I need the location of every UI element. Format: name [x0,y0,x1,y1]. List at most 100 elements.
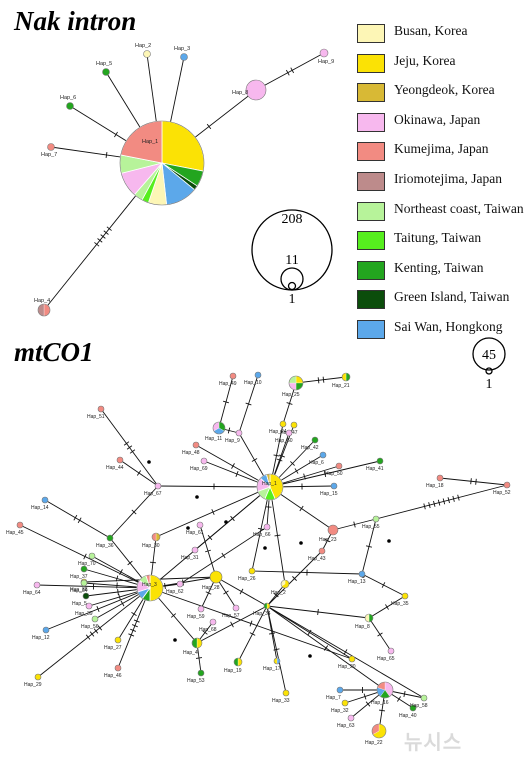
mtco1-node-hap-19: Hap_19 [224,657,243,674]
mutation-tick [457,494,460,501]
mtco1-node-label: Hap_20 [338,664,356,670]
mutation-tick [230,515,235,522]
pie-slice-oj [200,457,208,465]
scale-label-208: 208 [282,212,303,227]
scale-circle-small [287,281,297,291]
mtco1-node-hap-50: Hap_50 [325,462,343,477]
mutation-tick [290,461,295,466]
mtco1-node-hap-40: Hap_40 [399,704,417,719]
scale-circle-medium [280,267,304,291]
mutation-tick [205,549,211,553]
legend-swatch [357,201,385,221]
mutation-tick [130,628,137,632]
mtco1-node-hap-29: Hap_29 [24,673,42,688]
mtco1-node-label: Hap_46 [104,673,122,679]
legend-swatch [357,290,385,310]
median-vector [173,638,177,642]
mutation-tick [136,470,142,476]
pie-slice-oj [285,429,293,437]
mutation-tick [437,499,441,506]
mtco1-edge-Hap_3-Hap_46 [117,587,151,669]
mtco1-node-label: Hap_6 [309,460,324,466]
nak-node-hap-3: Hap_3 [174,46,190,61]
mtco1-node-hap-67: Hap_67 [144,482,162,497]
mutation-tick [205,591,212,595]
pie-slice-oj [197,605,205,613]
legend-item-yk: Yeongdeok, Korea [357,81,527,111]
pie-outline [341,372,351,382]
mutation-tick [126,445,133,450]
nak-node-hap-7: Hap_7 [41,143,57,158]
pie-slice-kt [345,372,351,382]
mutation-tick [475,478,477,485]
legend-swatch [357,260,385,280]
mutation-tick [353,521,356,528]
mtco1-node-label: Hap_53 [187,678,205,684]
legend-item-oj: Okinawa, Japan [357,111,527,141]
nak-node-label: Hap_5 [96,61,112,67]
mtco1-node-hap-28: Hap_28 [202,570,223,591]
mutation-tick [363,693,367,700]
legend-swatch [357,53,385,73]
mutation-tick [206,123,212,130]
pie-slice-sh [41,496,49,504]
pie-outline [212,421,226,435]
mtco1-node-hap-43: Hap_43 [308,547,326,562]
mtco1-node-label: Hap_41 [366,466,384,472]
pie-slice-jk [348,655,356,663]
mtco1-node-label: Hap_7 [326,695,341,701]
pie-slice-jk [341,699,349,707]
mtco1-node-hap-25: Hap_25 [282,375,304,398]
pie-slice-jk [290,421,298,429]
mutation-tick [96,606,100,612]
mtco1-nodes: Hap_1Hap_2Hap_3Hap_4Hap_5Hap_6Hap_7Hap_8… [6,371,511,746]
pie-outline [280,579,290,589]
mtco1-node-hap-55: Hap_55 [362,515,380,530]
mtco1-node-label: Hap_56 [81,624,99,630]
pie-slice-kj [192,441,200,449]
mutation-tick [276,458,283,462]
pie-outline [119,120,205,206]
pie-slice-kj [16,521,24,529]
mtco1-edges [19,374,508,732]
pie-slice-jk [273,657,278,665]
pie-slice-bk [364,613,370,623]
legend-label: Busan, Korea [394,23,468,38]
mutation-tick [227,427,231,434]
mutation-tick [385,604,389,610]
mutation-tick [245,402,252,406]
mtco1-node-label: Hap_50 [325,471,343,477]
mutation-tick [235,471,239,477]
mutation-tick [164,582,166,590]
mutation-tick [365,545,373,548]
mutation-tick [365,701,371,707]
mtco1-node-label: Hap_30 [142,543,160,549]
mtco1-node-label: Hap_65 [377,656,395,662]
mutation-tick [294,468,299,474]
legend-item-bk: Busan, Korea [357,22,527,52]
scale-label-11: 11 [285,253,298,268]
mtco1-node-label: Hap_11 [205,436,222,442]
pie-slice-kt [368,613,374,623]
pie-slice-kj [229,372,237,380]
scale-circle-small [485,367,493,375]
mutation-tick [322,376,325,383]
mutation-tick [470,478,472,485]
pie-slice-jk [282,689,290,697]
mtco1-node-hap-59: Hap_59 [187,605,205,620]
nak-node-hap-1: Hap_1 [119,120,205,206]
median-vector [147,460,151,464]
mtco1-node-hap-65: Hap_65 [377,647,395,662]
mtco1-node-label: Hap_63 [337,723,355,729]
mtco1-edge-Hap_25-Hap_21 [295,376,347,384]
mtco1-node-hap-8: Hap_8 [355,613,374,630]
mutation-tick [103,230,109,235]
mutation-tick [133,619,140,623]
mtco1-node-label: Hap_12 [32,635,50,641]
legend-label: Okinawa, Japan [394,111,481,127]
pie-slice-jk [161,120,205,172]
pie-slice-sh [319,451,327,459]
legend-item-jk: Jeju, Korea [357,52,527,82]
pie-outline [273,657,281,665]
mtco1-node-hap-3: Hap_3 [136,574,164,602]
